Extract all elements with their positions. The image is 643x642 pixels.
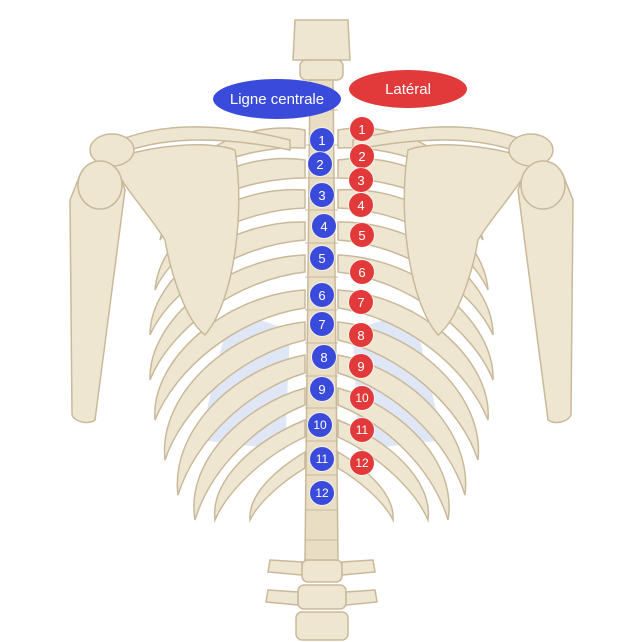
midline-point: 11: [310, 447, 334, 471]
lateral-point: 8: [349, 323, 373, 347]
midline-point: 3: [310, 183, 334, 207]
lateral-point: 12: [350, 451, 374, 475]
midline-label: Ligne centrale: [213, 79, 341, 119]
lateral-point: 2: [350, 144, 374, 168]
midline-point: 10: [308, 413, 332, 437]
lateral-point: 4: [349, 193, 373, 217]
lateral-label: Latéral: [349, 70, 467, 108]
lateral-point: 11: [350, 418, 374, 442]
midline-point: 8: [312, 345, 336, 369]
lateral-point: 5: [350, 223, 374, 247]
lateral-point: 3: [349, 168, 373, 192]
midline-point: 5: [310, 246, 334, 270]
midline-point: 6: [310, 283, 334, 307]
midline-point: 1: [310, 128, 334, 152]
midline-point: 4: [312, 214, 336, 238]
lateral-point: 9: [349, 354, 373, 378]
midline-point: 12: [310, 481, 334, 505]
midline-point: 9: [310, 377, 334, 401]
lateral-point: 1: [350, 117, 374, 141]
lateral-point: 7: [349, 290, 373, 314]
midline-point: 2: [308, 152, 332, 176]
lateral-point: 10: [350, 386, 374, 410]
lateral-point: 6: [350, 260, 374, 284]
midline-point: 7: [310, 312, 334, 336]
